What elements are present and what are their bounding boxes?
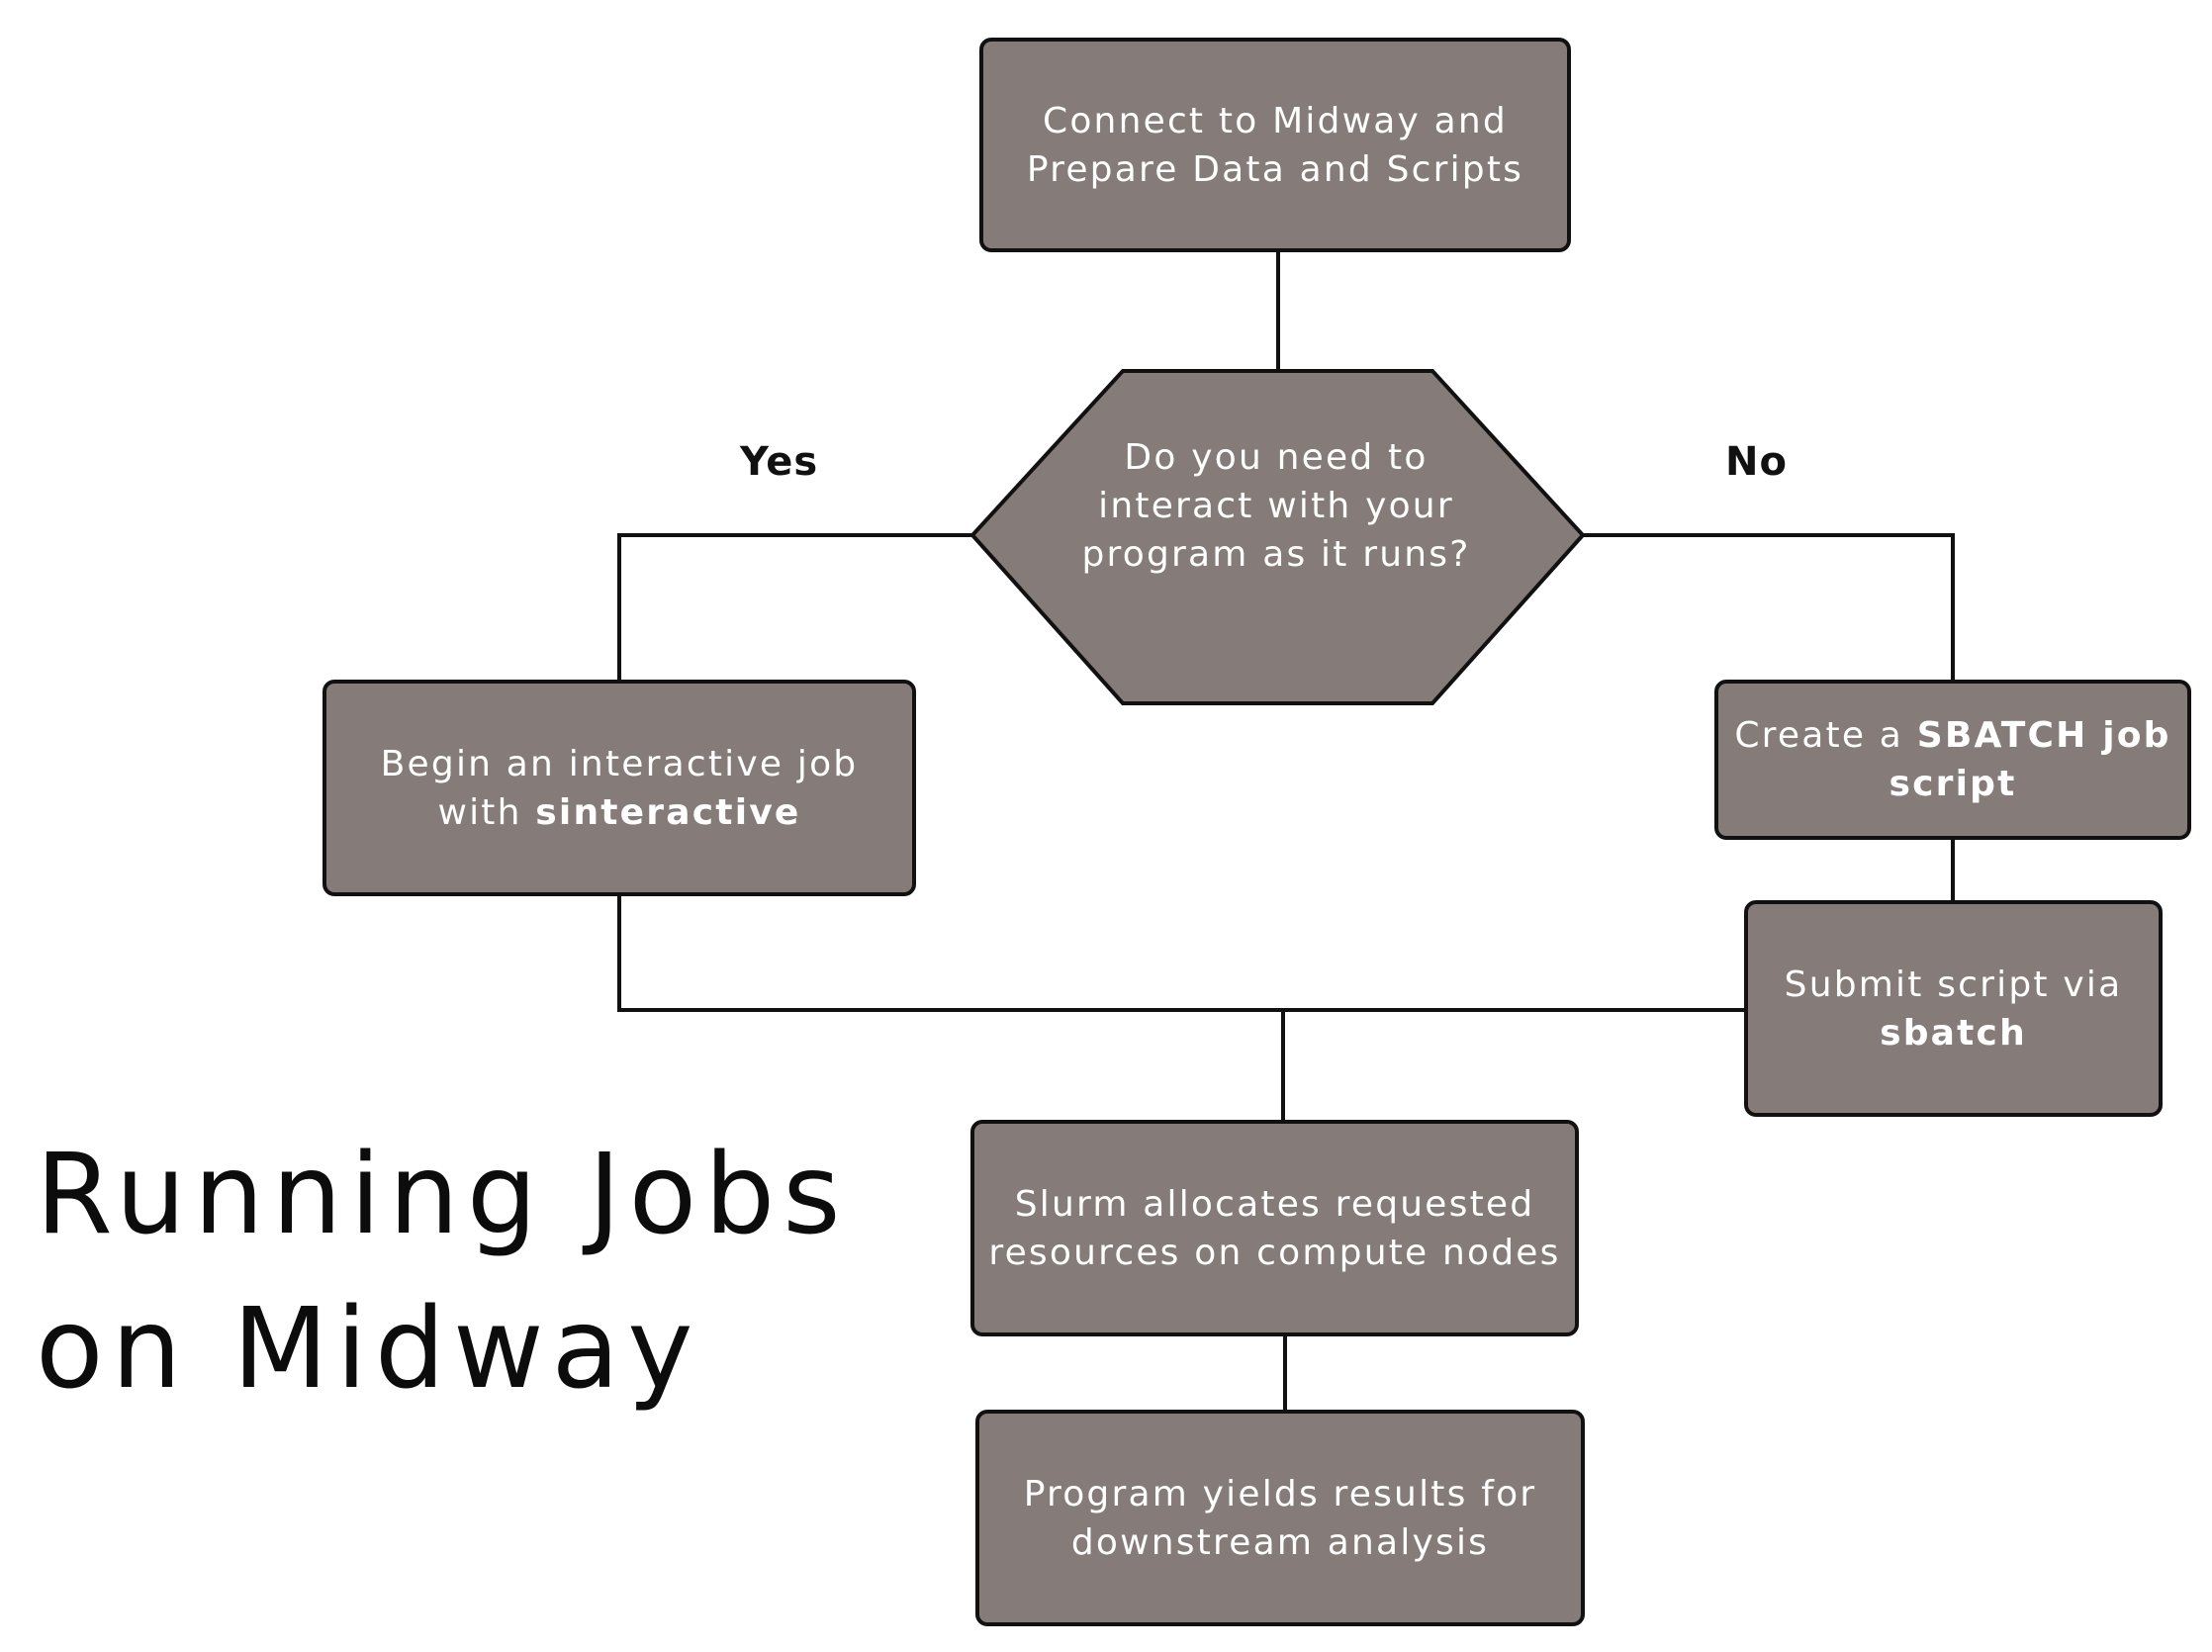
connector-decision-to-create-script — [1583, 533, 1955, 682]
node-submit-script: Submit script via sbatch — [1744, 900, 2163, 1117]
node-connect-and-prepare: Connect to Midway and Prepare Data and S… — [979, 38, 1571, 252]
node-submit-text: Submit script via — [1784, 964, 2123, 1005]
diagram-title: Running Jobs on Midway — [36, 1118, 926, 1426]
node-create-sbatch-script: Create a SBATCH job script — [1714, 680, 2191, 840]
node-connect-text: Connect to Midway and Prepare Data and S… — [1026, 100, 1524, 190]
label-no: No — [1725, 439, 1788, 485]
decision-text: Do you need to interact with your progra… — [1081, 437, 1471, 575]
node-allocate-text: Slurm allocates requested resources on c… — [988, 1183, 1561, 1273]
title-line-2: on Midway — [36, 1285, 701, 1414]
node-interactive-text: Begin an interactive job with — [380, 743, 859, 833]
title-line-1: Running Jobs — [36, 1131, 849, 1259]
decision-hexagon — [969, 369, 1586, 705]
node-program-results: Program yields results for downstream an… — [975, 1410, 1585, 1626]
node-create-command: SBATCH job script — [1889, 715, 2171, 804]
node-create-text: Create a — [1734, 715, 1917, 756]
node-submit-command: sbatch — [1880, 1012, 2027, 1054]
node-interactive-job: Begin an interactive job with sinteracti… — [323, 680, 916, 896]
node-interactive-command: sinteractive — [535, 791, 801, 833]
label-yes: Yes — [740, 439, 819, 485]
node-slurm-allocates: Slurm allocates requested resources on c… — [970, 1120, 1579, 1336]
node-results-text: Program yields results for downstream an… — [1023, 1473, 1537, 1563]
connector-decision-to-interactive — [617, 533, 972, 682]
